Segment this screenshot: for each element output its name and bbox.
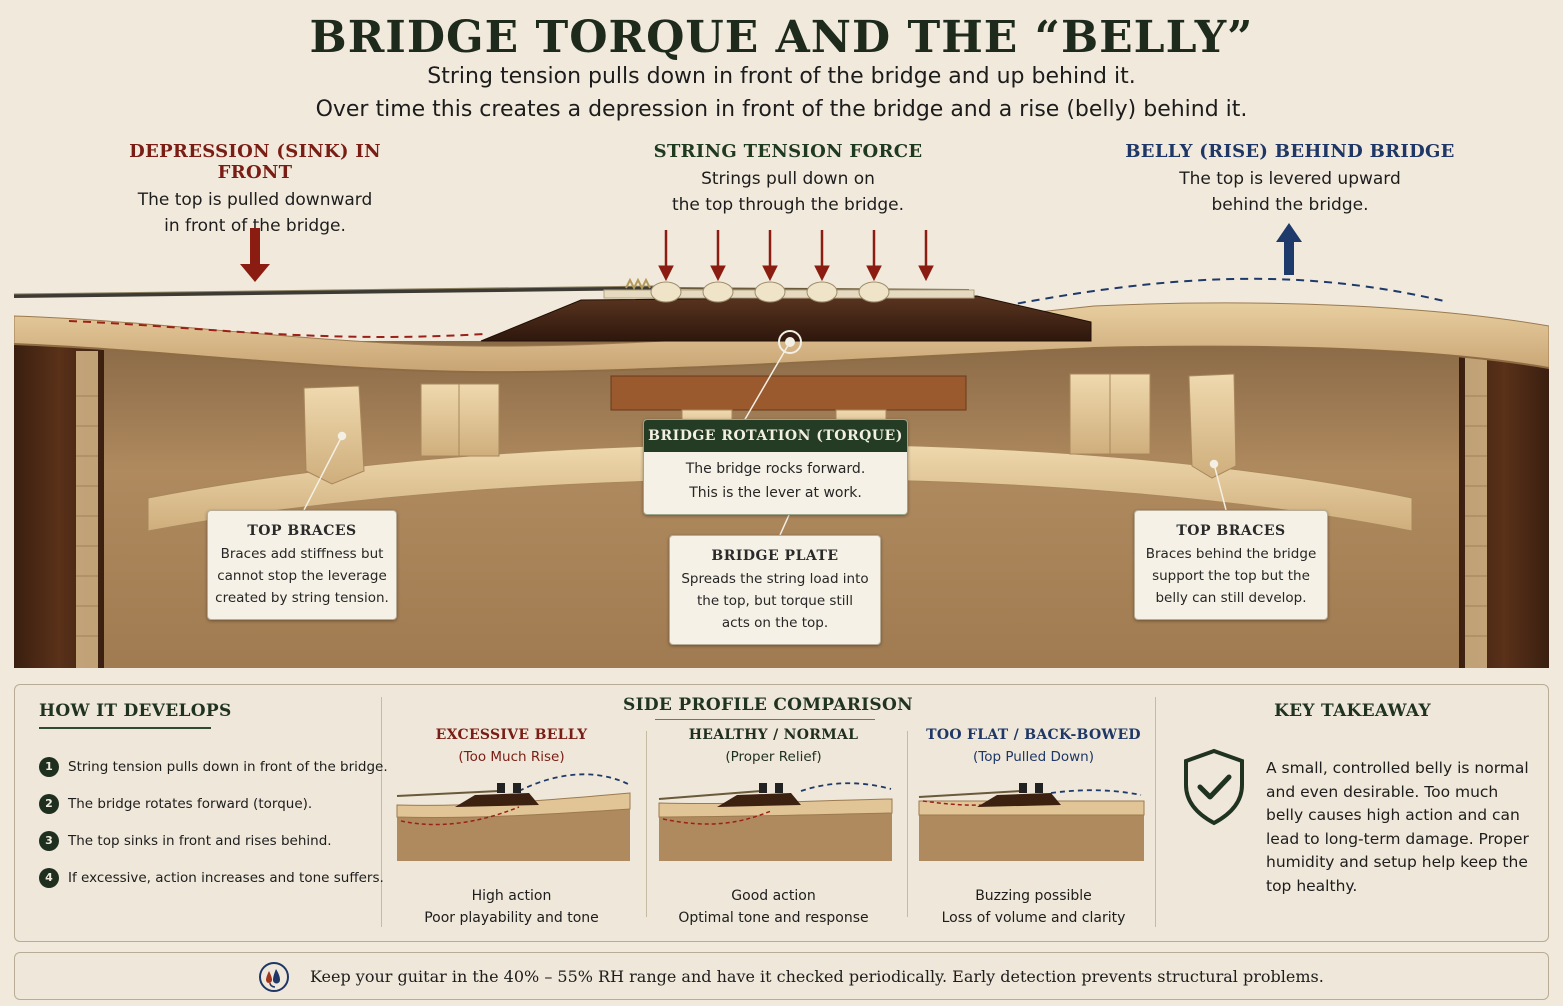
top-braces-right-line-2: support the top but the: [1152, 568, 1310, 584]
footer-bar: Keep your guitar in the 40% – 55% RH ran…: [14, 952, 1549, 1000]
top-braces-left-line-3: created by string tension.: [215, 590, 389, 606]
bridge-plate-line-1: Spreads the string load into: [681, 571, 869, 587]
divider-right: [1155, 697, 1156, 927]
too-flat-subtitle: (Top Pulled Down): [973, 749, 1094, 765]
how-it-develops-underline: [39, 727, 211, 729]
top-braces-left-label: TOP BRACES Braces add stiffness but cann…: [207, 510, 397, 620]
humidity-drops-icon: [259, 962, 289, 992]
how-it-develops-title: HOW IT DEVELOPS: [39, 701, 232, 721]
top-braces-right-line-3: belly can still develop.: [1155, 590, 1307, 606]
too-flat-note-2: Loss of volume and clarity: [941, 910, 1126, 926]
comparison-divider-1: [646, 731, 647, 917]
step-1-text: String tension pulls down in front of th…: [68, 759, 388, 775]
depression-callout-line-1: The top is pulled downward: [137, 190, 373, 210]
comparison-underline: [655, 719, 875, 720]
top-braces-right-line-1: Braces behind the bridge: [1145, 546, 1317, 562]
step-1-number: 1: [39, 757, 59, 777]
bridge-rotation-title: BRIDGE ROTATION (TORQUE): [644, 420, 907, 452]
excessive-belly-note-1: High action: [471, 888, 552, 904]
top-braces-left-line-1: Braces add stiffness but: [220, 546, 384, 562]
bridge-plate-title: BRIDGE PLATE: [711, 548, 839, 564]
belly-callout: BELLY (RISE) BEHIND BRIDGE The top is le…: [1120, 141, 1460, 218]
too-flat-profile: [918, 783, 1145, 861]
bridge-rotation-line-2: This is the lever at work.: [689, 485, 862, 501]
top-braces-left-line-2: cannot stop the leverage: [217, 568, 387, 584]
step-4: 4 If excessive, action increases and ton…: [39, 868, 384, 888]
depression-callout-line-2: in front of the bridge.: [164, 216, 346, 236]
depression-down-arrow: [240, 228, 270, 282]
too-flat-note-1: Buzzing possible: [975, 888, 1092, 904]
healthy-title: HEALTHY / NORMAL: [688, 727, 859, 743]
bridge-rotation-line-1: The bridge rocks forward.: [685, 461, 866, 477]
excessive-belly-profile: [396, 773, 631, 861]
depression-callout-title: DEPRESSION (SINK) IN FRONT: [129, 141, 381, 183]
key-takeaway-text: A small, controlled belly is normal and …: [1266, 759, 1529, 895]
comparison-title: SIDE PROFILE COMPARISON: [623, 695, 913, 715]
step-3-text: The top sinks in front and rises behind.: [68, 833, 332, 849]
healthy-note-1: Good action: [731, 888, 816, 904]
step-2: 2 The bridge rotates forward (torque).: [39, 794, 312, 814]
step-1: 1 String tension pulls down in front of …: [39, 757, 388, 777]
healthy-note-2: Optimal tone and response: [678, 910, 869, 926]
top-braces-left-title: TOP BRACES: [247, 523, 357, 539]
excessive-belly-subtitle: (Too Much Rise): [458, 749, 565, 765]
comparison-healthy: HEALTHY / NORMAL (Proper Relief) Good ac…: [651, 727, 896, 929]
belly-up-arrow: [1276, 223, 1302, 275]
divider-left: [381, 697, 382, 927]
key-takeaway-title: KEY TAKEAWAY: [1274, 701, 1431, 721]
healthy-profile: [658, 782, 893, 861]
subtitle-line-2: Over time this creates a depression in f…: [315, 97, 1248, 122]
belly-callout-title: BELLY (RISE) BEHIND BRIDGE: [1125, 141, 1455, 162]
step-4-number: 4: [39, 868, 59, 888]
bridge-plate-line-2: the top, but torque still: [696, 593, 854, 609]
bridge-rotation-label: BRIDGE ROTATION (TORQUE) The bridge rock…: [643, 419, 908, 515]
top-braces-right-label: TOP BRACES Braces behind the bridge supp…: [1134, 510, 1328, 620]
force-arrows: [240, 223, 1302, 282]
step-3: 3 The top sinks in front and rises behin…: [39, 831, 332, 851]
excessive-belly-note-2: Poor playability and tone: [424, 910, 599, 926]
too-flat-title: TOO FLAT / BACK-BOWED: [926, 727, 1141, 743]
footer-text: Keep your guitar in the 40% – 55% RH ran…: [310, 967, 1324, 986]
top-braces-right-title: TOP BRACES: [1176, 523, 1286, 539]
page-title: BRIDGE TORQUE AND THE “BELLY”: [309, 12, 1254, 63]
tension-callout-line-1: Strings pull down on: [701, 169, 875, 189]
tension-callout-line-2: the top through the bridge.: [671, 195, 904, 215]
bridge-plate-label: BRIDGE PLATE Spreads the string load int…: [669, 535, 881, 645]
string-tension-arrows: [658, 230, 934, 282]
excessive-belly-title: EXCESSIVE BELLY: [435, 727, 588, 743]
tension-callout: STRING TENSION FORCE Strings pull down o…: [618, 141, 958, 218]
step-2-number: 2: [39, 794, 59, 814]
step-2-text: The bridge rotates forward (torque).: [68, 796, 313, 812]
healthy-subtitle: (Proper Relief): [725, 749, 822, 765]
comparison-divider-2: [907, 731, 908, 917]
depression-callout: DEPRESSION (SINK) IN FRONT The top is pu…: [90, 141, 420, 239]
step-3-number: 3: [39, 831, 59, 851]
bridge-plate-line-3: acts on the top.: [721, 615, 829, 631]
tension-callout-title: STRING TENSION FORCE: [653, 141, 923, 162]
bottom-info-panel: HOW IT DEVELOPS 1 String tension pulls d…: [14, 684, 1549, 942]
comparison-excessive-belly: EXCESSIVE BELLY (Too Much Rise) High act…: [389, 727, 634, 929]
comparison-too-flat: TOO FLAT / BACK-BOWED (Top Pulled Down) …: [911, 727, 1156, 929]
shield-check-icon: [1184, 748, 1244, 826]
subtitle-line-1: String tension pulls down in front of th…: [427, 64, 1136, 89]
belly-callout-line-1: The top is levered upward: [1179, 169, 1401, 189]
step-4-text: If excessive, action increases and tone …: [68, 870, 384, 886]
belly-callout-line-2: behind the bridge.: [1211, 195, 1369, 215]
